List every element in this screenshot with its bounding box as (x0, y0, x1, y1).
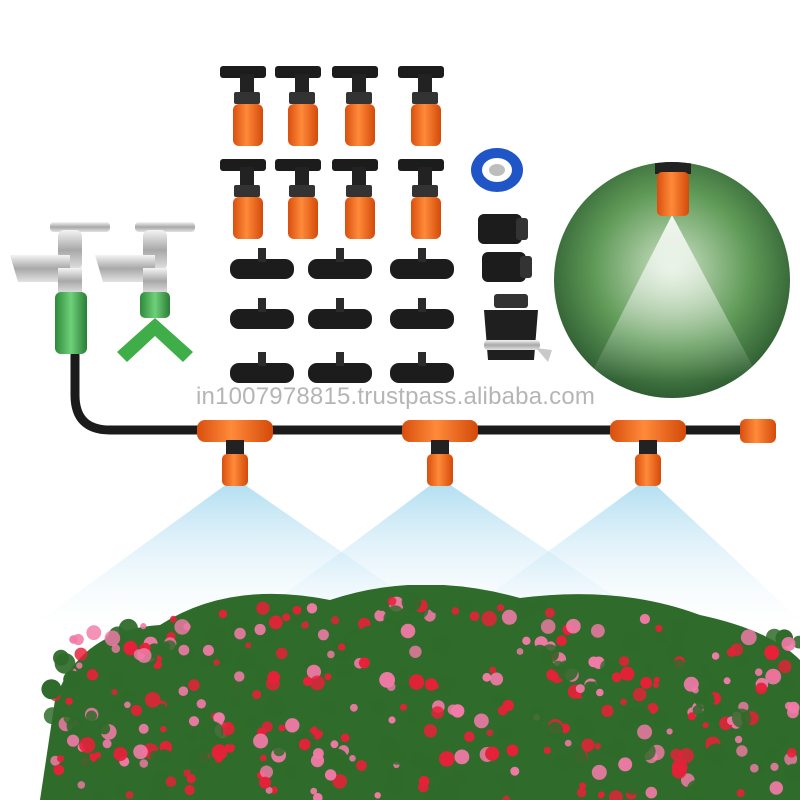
line-fittings (197, 419, 776, 486)
watermark-text: in1007978815.trustpass.alibaba.com (196, 383, 596, 410)
mist-nozzle-icon (332, 159, 378, 239)
tee-connector-icon (230, 248, 294, 279)
tap-adapter-icon (484, 294, 552, 362)
end-plug-icon (478, 214, 532, 282)
tee-connectors (230, 248, 454, 383)
faucets (10, 222, 195, 362)
mist-nozzle-icon (220, 159, 266, 239)
main-hose (70, 350, 765, 435)
mist-nozzle-icon (275, 66, 321, 146)
line-tee-with-nozzle-icon (610, 420, 686, 486)
ptfe-tape-icon (471, 148, 523, 192)
tee-connector-icon (230, 352, 294, 383)
tee-connector-icon (390, 298, 454, 329)
faucet-y-splitter-icon (95, 222, 195, 362)
mist-nozzle-icon (398, 159, 444, 239)
mist-nozzle-icon (275, 159, 321, 239)
spray-cones (40, 478, 800, 620)
tee-connector-icon (308, 352, 372, 383)
flower-hedge (40, 585, 800, 800)
mist-nozzle-inset (554, 162, 790, 398)
mist-nozzle-icon (398, 66, 444, 146)
line-tee-with-nozzle-icon (402, 420, 478, 486)
end-cap-icon (740, 419, 776, 443)
tee-connector-icon (390, 352, 454, 383)
line-tee-with-nozzle-icon (197, 420, 273, 486)
mist-nozzle-icon (220, 66, 266, 146)
faucet-icon (10, 222, 110, 354)
tee-connector-icon (230, 298, 294, 329)
tee-connector-icon (308, 248, 372, 279)
tee-connector-icon (308, 298, 372, 329)
tee-connector-icon (390, 248, 454, 279)
mist-nozzles (220, 66, 444, 239)
mist-nozzle-icon (332, 66, 378, 146)
